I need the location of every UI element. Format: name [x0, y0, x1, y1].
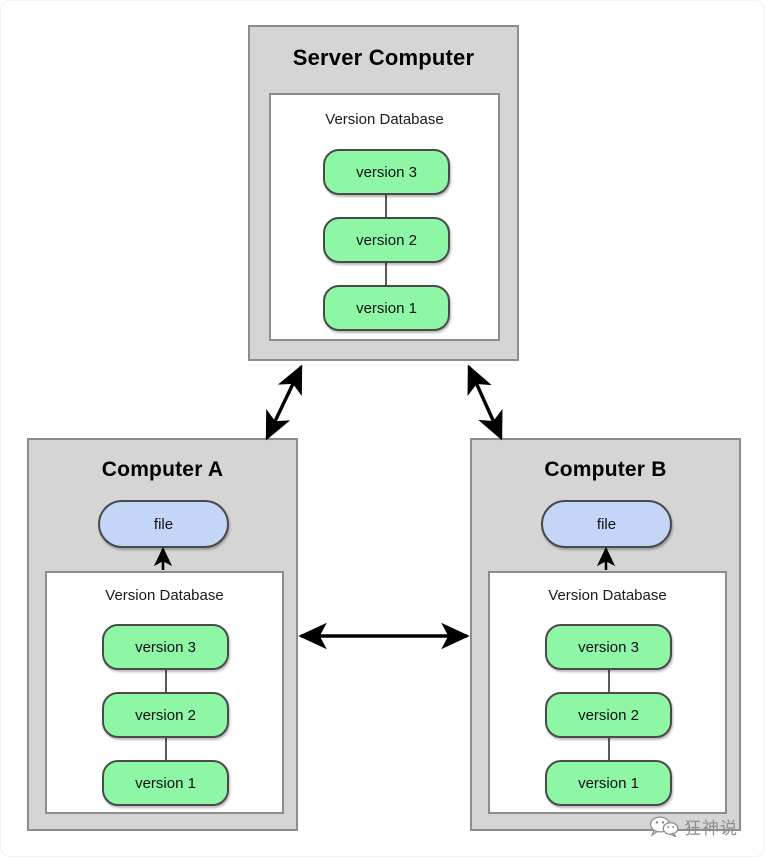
computer-a-version-2-label: version 2 [135, 706, 196, 724]
computer-b-version-database-label: Version Database [548, 587, 667, 604]
computer-b-connector-2-1 [608, 738, 610, 761]
computer-a-version-2-node[interactable]: version 2 [102, 692, 229, 738]
computer-b-version-2-node[interactable]: version 2 [545, 692, 672, 738]
server-version-2-node[interactable]: version 2 [323, 217, 450, 263]
server-version-database-label: Version Database [325, 111, 444, 128]
computer-a-version-1-label: version 1 [135, 774, 196, 792]
server-version-database: Version Database version 3 version 2 ver… [269, 93, 500, 341]
computer-a-version-1-node[interactable]: version 1 [102, 760, 229, 806]
server-version-3-node[interactable]: version 3 [323, 149, 450, 195]
computer-a-file-label: file [153, 515, 174, 533]
server-version-3-label: version 3 [356, 163, 417, 181]
computer-b-version-3-label: version 3 [578, 638, 639, 656]
computer-b-file-node[interactable]: file [541, 500, 672, 548]
computer-a-version-3-node[interactable]: version 3 [102, 624, 229, 670]
arrow-server-to-computer-b [467, 364, 503, 441]
server-connector-3-2 [385, 195, 387, 219]
server-computer-title: Server Computer [292, 45, 475, 70]
computer-b-file-label: file [596, 515, 617, 533]
watermark-text: 狂神说 [684, 818, 738, 839]
computer-a-connector-2-1 [165, 738, 167, 761]
watermark: 狂神说 [649, 809, 761, 843]
computer-a-connector-3-2 [165, 670, 167, 693]
server-version-2-label: version 2 [356, 231, 417, 249]
computer-b-panel: Computer B file Version Database version… [470, 438, 741, 831]
computer-a-version-3-label: version 3 [135, 638, 196, 656]
computer-a-file-node[interactable]: file [98, 500, 229, 548]
server-computer-panel: Server Computer Version Database version… [248, 25, 519, 361]
server-connector-2-1 [385, 263, 387, 287]
computer-a-title: Computer A [101, 458, 224, 481]
computer-b-version-1-label: version 1 [578, 774, 639, 792]
computer-b-connector-3-2 [608, 670, 610, 693]
computer-b-title: Computer B [544, 458, 667, 481]
arrow-server-to-computer-a [265, 364, 303, 441]
wechat-icon [649, 816, 679, 837]
server-version-1-node[interactable]: version 1 [323, 285, 450, 331]
computer-b-version-1-node[interactable]: version 1 [545, 760, 672, 806]
computer-a-version-database-label: Version Database [105, 587, 224, 604]
computer-a-panel: Computer A file Version Database version… [27, 438, 298, 831]
computer-a-version-database: Version Database version 3 version 2 ver… [45, 571, 284, 814]
computer-b-version-3-node[interactable]: version 3 [545, 624, 672, 670]
computer-b-version-database: Version Database version 3 version 2 ver… [488, 571, 727, 814]
server-version-1-label: version 1 [356, 299, 417, 317]
computer-b-version-2-label: version 2 [578, 706, 639, 724]
